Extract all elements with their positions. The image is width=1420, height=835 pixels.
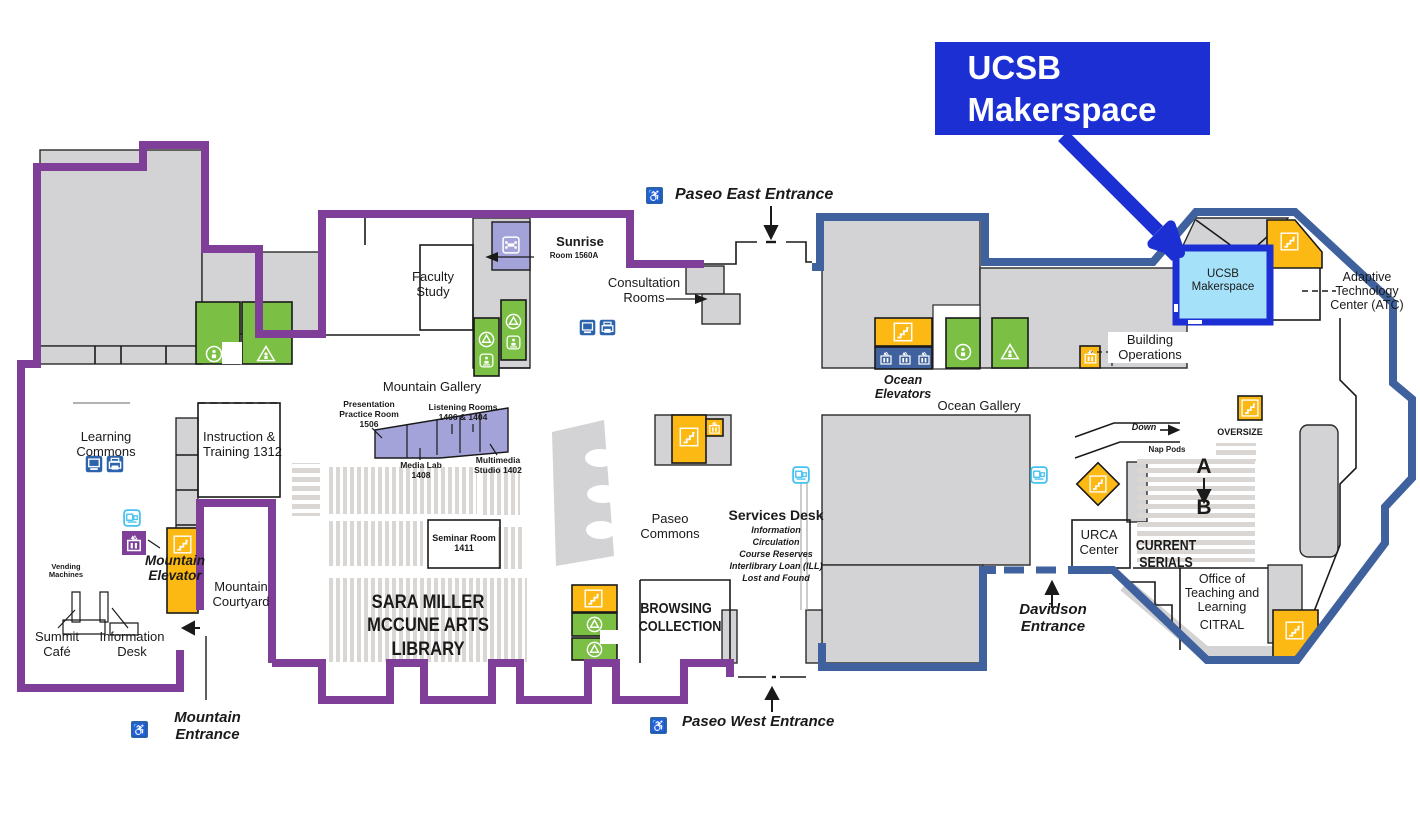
ocean-stack-block	[821, 414, 1031, 566]
ocean-gallery-label: Ocean Gallery	[937, 398, 1021, 413]
wheelchair-icon: ♿	[131, 721, 148, 738]
computer-icon	[579, 319, 596, 336]
building-ops-elevator	[1079, 345, 1101, 369]
services-desk-title: Services Desk	[728, 507, 824, 523]
ocean-stack-block-south	[821, 564, 984, 664]
browsing-collection-label: BROWSING COLLECTION	[638, 600, 722, 635]
browsing-door-notch	[600, 630, 618, 644]
mountain-wing-wall	[17, 141, 734, 704]
book-kiosk-icon	[792, 466, 810, 484]
mountain-stairs	[166, 527, 199, 614]
consultation-rooms-label: Consultation Rooms	[607, 275, 681, 305]
northwest-stack-block	[39, 149, 203, 347]
mountain-gallery-label: Mountain Gallery	[382, 379, 482, 394]
services-desk-item: Circulation	[752, 537, 800, 547]
paseo-commons-label: Paseo Commons	[640, 511, 700, 541]
current-serials-stacks	[1137, 458, 1255, 562]
paseo-west-entrance-label: Paseo West Entrance	[682, 713, 835, 730]
restroom-door-notch	[222, 342, 242, 364]
sunrise-room-number: Room 1560A	[540, 251, 608, 262]
learning-commons-label: Learning Commons	[76, 429, 136, 459]
building-operations-label: Building Operations	[1108, 332, 1192, 364]
wheelchair-icon: ♿	[646, 187, 663, 204]
services-desk-item: Course Reserves	[739, 549, 813, 559]
atc-room	[1267, 265, 1321, 321]
restroom-ocean-men	[991, 317, 1029, 369]
services-desk-item: Information	[751, 525, 801, 535]
down-label: Down	[1131, 422, 1157, 432]
section-a-label: A	[1196, 455, 1212, 478]
presentation-room-label: Presentation Practice Room 1506	[339, 399, 399, 429]
services-desk-item: Lost and Found	[742, 573, 810, 583]
consultation-room-2	[701, 293, 741, 325]
arrows-and-leaders	[57, 206, 1212, 712]
media-lab-label: Media Lab 1408	[400, 460, 442, 480]
callout-arrow	[1058, 131, 1185, 261]
seminar-room	[427, 519, 501, 569]
east-facade-panel	[1299, 424, 1339, 558]
ocean-wing-wall	[812, 208, 1416, 671]
faculty-study-label: Faculty Study	[412, 269, 454, 299]
makerspace-door-gaps	[1174, 304, 1202, 324]
consultation-room-1	[685, 265, 725, 295]
information-desk-label: Information Desk	[99, 629, 165, 659]
urca-center-label: URCA Center	[1079, 527, 1119, 557]
instruction-side-rooms	[175, 417, 199, 537]
book-kiosk-icon	[123, 509, 141, 527]
citral-label: CITRAL	[1199, 618, 1245, 632]
atc-label: Adaptive Technology Center (ATC)	[1330, 270, 1404, 312]
services-desk-item: Interlibrary Loan (ILL)	[729, 561, 823, 571]
section-b-label: B	[1196, 496, 1212, 519]
book-kiosk-icon	[1030, 466, 1048, 484]
arts-library-stacks	[327, 578, 527, 662]
makerspace-callout-text: UCSB Makerspace	[967, 49, 1157, 128]
makerspace-room-label: UCSB Makerspace	[1191, 268, 1255, 293]
restroom-gallery-2	[500, 299, 527, 361]
vending-machines-label: Vending Machines	[48, 562, 84, 580]
mountain-entrance-label: Mountain Entrance	[174, 709, 241, 743]
makerspace-callout: UCSB Makerspace	[935, 42, 1210, 135]
makerspace-room	[1172, 244, 1274, 326]
wheelchair-icon: ♿	[650, 717, 667, 734]
mountain-courtyard-label: Mountain Courtyard	[212, 579, 270, 609]
current-serials-label: CURRENT SERIALS	[1135, 538, 1197, 572]
nap-pods-label: Nap Pods	[1148, 445, 1186, 454]
media-room-dividers	[406, 413, 481, 458]
mountain-elevator-box	[122, 531, 146, 555]
davidson-entrance-label: Davidson Entrance	[1019, 601, 1087, 635]
faculty-study-room	[419, 244, 474, 331]
restroom-ocean-women	[945, 317, 981, 369]
otl-label: Office of Teaching and Learning	[1184, 572, 1260, 614]
seminar-room-label: Seminar Room 1411	[432, 533, 496, 554]
instruction-training-label: Instruction & Training 1312	[203, 429, 283, 459]
mountain-elevator-label: Mountain Elevator	[145, 553, 205, 584]
oversize-stacks	[1216, 443, 1256, 461]
central-stair-feature	[552, 420, 619, 566]
browsing-room	[639, 579, 731, 663]
summit-cafe-label: Summit Café	[34, 629, 80, 659]
oversize-label: OVERSIZE	[1217, 427, 1263, 437]
paseo-east-entrance-label: Paseo East Entrance	[675, 186, 834, 203]
arts-library-label: SARA MILLER MCCUNE ARTS LIBRARY	[367, 591, 489, 660]
book-stacks	[292, 443, 1256, 662]
ocean-elevators-label: Ocean Elevators	[874, 373, 932, 401]
listening-rooms-label: Listening Rooms 1406 & 1404	[428, 402, 498, 422]
media-rooms-block	[374, 407, 509, 459]
multimedia-studio-label: Multimedia Studio 1402	[474, 455, 522, 475]
printer-icon	[599, 319, 616, 336]
